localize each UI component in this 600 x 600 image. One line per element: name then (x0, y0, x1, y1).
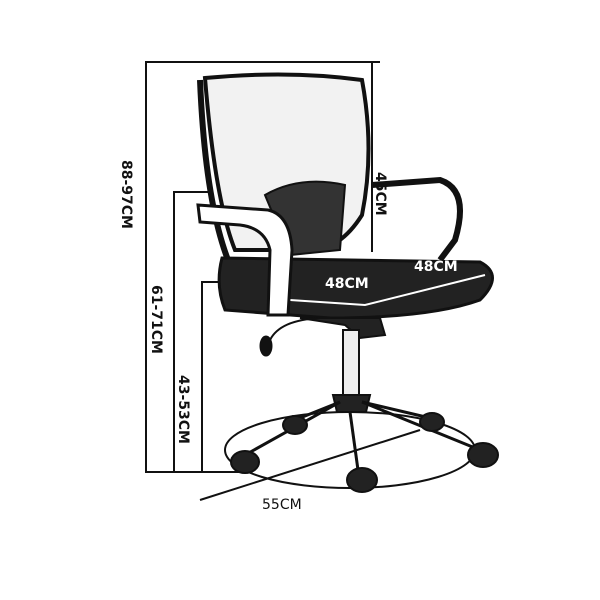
caster (419, 412, 445, 432)
right-armrest (371, 176, 463, 262)
caster (346, 467, 378, 493)
seat-highlight (289, 274, 486, 307)
height-lever (269, 317, 321, 341)
backrest-height-label: 45CM (372, 172, 388, 216)
base-diameter-line (199, 429, 421, 501)
armrest-height-line (173, 191, 212, 472)
seat-mechanism (299, 317, 387, 340)
base-diameter-label: 55CM (262, 497, 302, 513)
caster (230, 450, 260, 474)
backrest-frame (197, 79, 231, 262)
left-armrest (196, 203, 294, 317)
chair-illustration (196, 72, 499, 493)
dimension-lines (145, 61, 421, 501)
casters (230, 412, 499, 493)
caster (467, 442, 499, 468)
seat-height-line (201, 281, 218, 472)
seat-width-label: 48CM (414, 259, 458, 275)
lever-knob (259, 335, 273, 357)
total-height-line (145, 61, 380, 473)
total-height-label: 88-97CM (118, 160, 134, 229)
armrest-height-label: 61-71CM (148, 285, 164, 354)
seat-height-label: 43-53CM (175, 375, 191, 444)
gas-cylinder (342, 329, 360, 396)
caster (282, 415, 308, 435)
seat-depth-label: 48CM (325, 276, 369, 292)
